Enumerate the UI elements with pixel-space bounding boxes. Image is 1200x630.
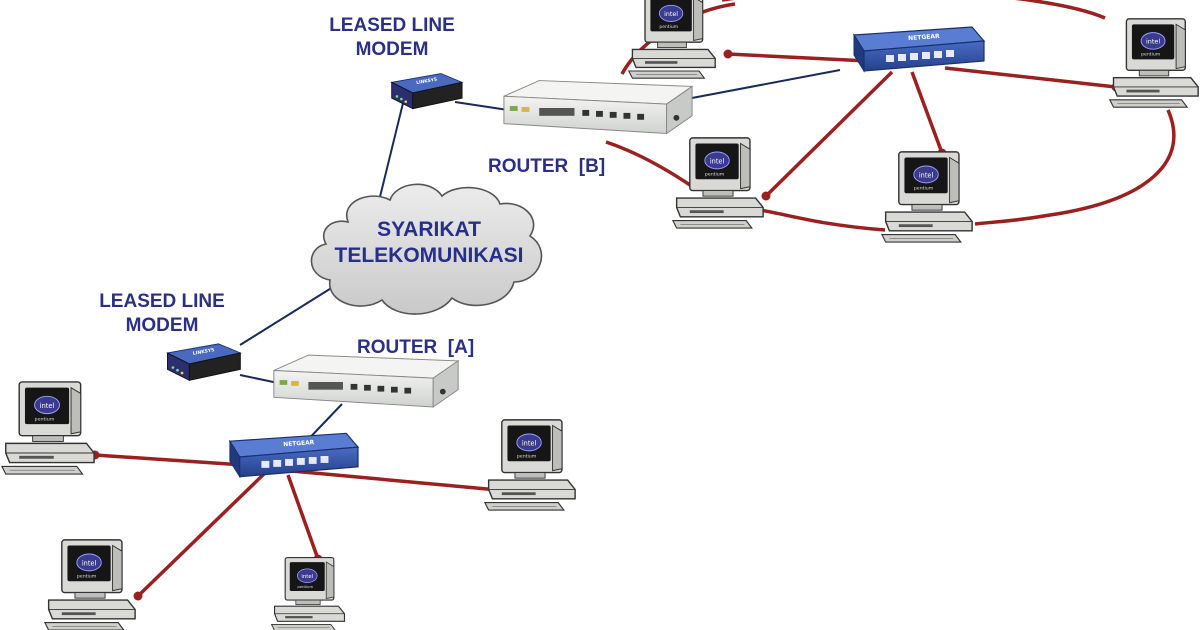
cable-modem-b-to-router-b [454, 101, 509, 111]
leased-line-modem-a-icon [167, 343, 241, 381]
modem-a-label: LEASED LINE MODEM [80, 290, 244, 338]
site-b-computer-2-icon [1109, 18, 1199, 108]
lan-cables [94, 0, 1176, 598]
ring-b-right [974, 109, 1176, 226]
router-a-label: ROUTER [A] [357, 337, 475, 358]
modem-b-label-line2: MODEM [355, 39, 429, 60]
modem-b-label-line1: LEASED LINE [329, 15, 455, 36]
link-switch-a-pc4 [286, 474, 320, 560]
ring-b-left-bottom [605, 140, 691, 187]
cloud-label: SYARIKAT TELEKOMUNIKASI [318, 217, 540, 269]
router-a-icon [273, 354, 459, 408]
switch-a-icon [229, 432, 359, 478]
cloud-label-line1: SYARIKAT [377, 218, 481, 241]
site-a-computer-1-icon [1, 381, 95, 475]
ring-b-top [722, 0, 1106, 20]
cable-modem-b-to-cloud [377, 94, 406, 206]
site-b-computer-1-icon [628, 0, 716, 79]
modem-a-label-line1: LEASED LINE [99, 291, 225, 312]
link-switch-b-pc3 [764, 70, 894, 198]
leased-line-modem-b-icon [391, 73, 463, 110]
link-switch-a-pc1 [94, 453, 259, 468]
switch-b-icon [853, 26, 985, 72]
modem-a-label-line2: MODEM [125, 315, 199, 336]
link-switch-b-pc4 [910, 71, 944, 154]
cable-dot [133, 591, 143, 601]
wan-cables [239, 69, 841, 449]
telco-cloud-icon [310, 183, 543, 315]
cable-router-b-to-switch-b [691, 69, 841, 99]
site-a-computer-3-icon [44, 539, 136, 630]
router-b-icon [503, 80, 693, 134]
cable-modem-a-to-router-a [239, 374, 279, 384]
cable-end-dots [90, 49, 1121, 601]
cable-dot [761, 191, 771, 201]
cable-dot [723, 49, 733, 59]
cloud-label-line2: TELEKOMUNIKASI [334, 244, 524, 267]
router-b-label: ROUTER [B] [488, 156, 606, 177]
link-switch-a-pc2 [291, 469, 499, 492]
link-switch-a-pc3 [136, 470, 268, 598]
site-b-computer-4-icon [881, 151, 973, 243]
ring-b-bottom [759, 208, 886, 232]
site-a-computer-2-icon [484, 419, 576, 511]
cable-cloud-to-modem-a [239, 286, 334, 346]
link-switch-b-pc2 [944, 66, 1117, 89]
modem-b-label: LEASED LINE MODEM [310, 14, 474, 62]
site-a-computer-4-icon [270, 556, 346, 630]
